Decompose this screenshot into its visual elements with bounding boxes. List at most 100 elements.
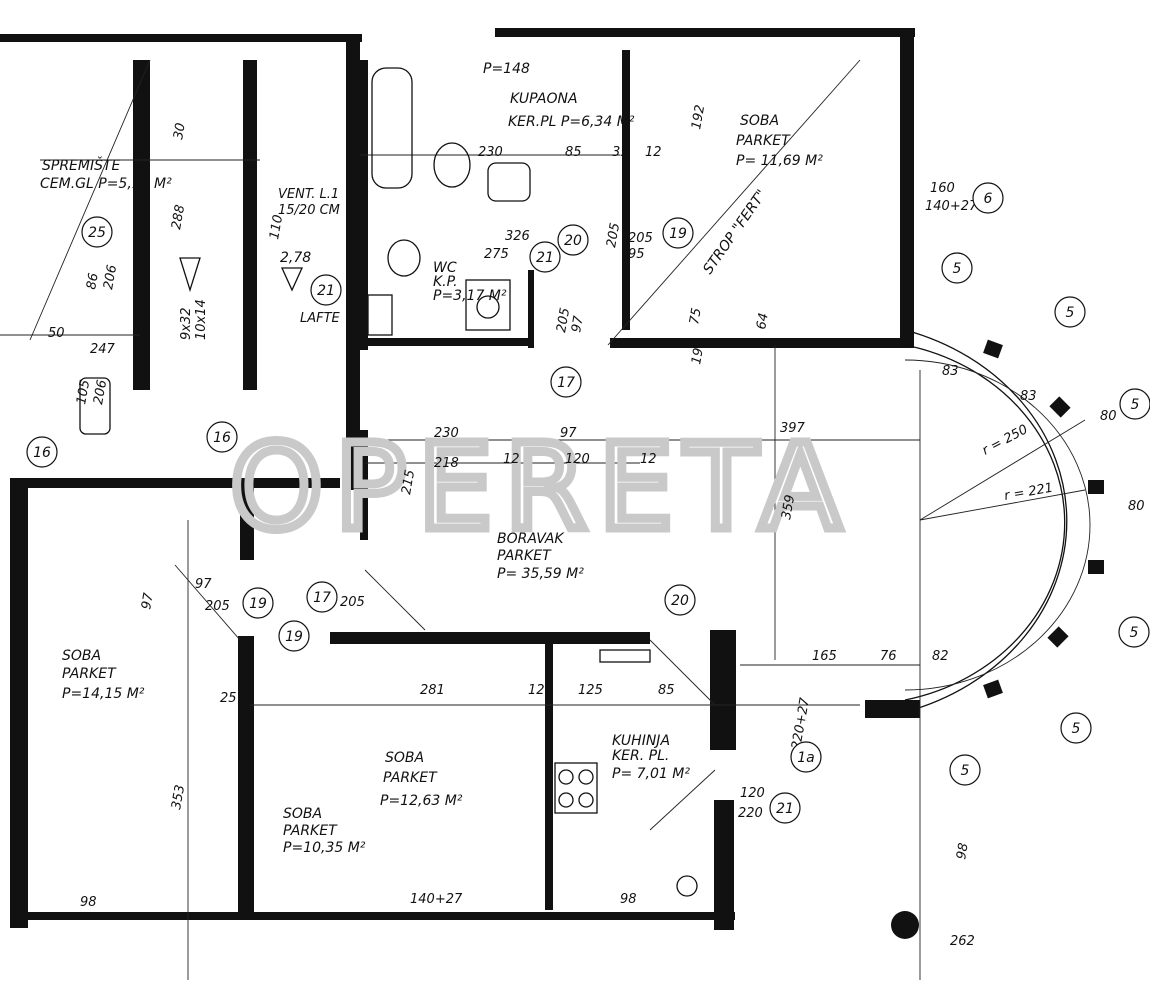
dimension-label: 275 <box>484 247 509 262</box>
marker-circle <box>1118 616 1150 648</box>
room-ne-name: SOBA <box>740 113 779 129</box>
room-w-area: P=14,15 M² <box>62 686 145 702</box>
storage-area: CEM.GL P=5,19 M² <box>40 176 172 192</box>
marker-circle <box>242 587 274 619</box>
room-s-floor: PARKET <box>283 823 338 839</box>
section-marker: 5 <box>1054 296 1086 328</box>
section-marker: 5 <box>1060 712 1092 744</box>
marker-circle <box>662 217 694 249</box>
dimension-label: 215 <box>399 469 418 496</box>
kitchen-name: KUHINJA <box>612 733 670 749</box>
watermark: OPERETA <box>230 418 853 556</box>
dimension-label: 125 <box>578 683 603 698</box>
dimension-label: 262 <box>950 934 975 949</box>
room-s-name: SOBA <box>283 806 322 822</box>
room-c-area: P=12,63 M² <box>380 793 463 809</box>
bay-window <box>904 329 1104 713</box>
dimension-label: 359 <box>779 494 798 521</box>
dimension-label: 353 <box>169 784 188 811</box>
dimension-label: 50 <box>48 326 65 341</box>
marker-label: 20 <box>564 233 582 249</box>
marker-label: 20 <box>671 593 689 609</box>
dimension-label: 160 <box>930 181 955 196</box>
marker-label: 19 <box>285 629 303 645</box>
marker-circle <box>206 421 238 453</box>
strop-note: STROP "FERT" <box>700 187 770 277</box>
dimension-label: 220 <box>738 806 763 821</box>
room-ne-floor: PARKET <box>736 133 791 149</box>
marker-circle <box>1119 388 1150 420</box>
dimension-label: 397 <box>780 421 806 436</box>
section-marker: 5 <box>1119 388 1150 420</box>
dimension-label: 165 <box>812 649 837 664</box>
wc-floor: K.P. <box>433 274 458 290</box>
stairs-note: 10x14 <box>194 299 209 340</box>
dimension-label: 25 <box>220 691 237 706</box>
vent-size: 15/20 CM <box>278 203 340 218</box>
dimension-label: 205 <box>554 307 573 334</box>
marker-label: 21 <box>776 801 794 817</box>
dimension-label: 230 <box>478 145 503 160</box>
marker-circle <box>1054 296 1086 328</box>
dimension-label: 12 <box>503 452 520 467</box>
dimension-label: 205 <box>628 231 653 246</box>
marker-label: 5 <box>1131 397 1140 413</box>
dimension-label: 205 <box>205 599 230 614</box>
section-marker: 20 <box>557 224 589 256</box>
section-marker: 5 <box>941 252 973 284</box>
dimension-label: 206 <box>91 379 110 406</box>
section-marker: 20 <box>664 584 696 616</box>
marker-circle <box>550 366 582 398</box>
dimension-label: 97 <box>560 426 577 441</box>
dimension-label: 110 <box>267 214 286 241</box>
dimension-label: 206 <box>101 264 120 291</box>
dimension-label: 98 <box>620 892 637 907</box>
section-marker: 1a <box>790 741 822 773</box>
dimension-label: 82 <box>932 649 949 664</box>
room-ne-area: P= 11,69 M² <box>736 153 823 169</box>
marker-circle <box>26 436 58 468</box>
wc-area: P=3,17 M² <box>433 288 507 304</box>
level-note: 2,78 <box>280 250 311 266</box>
section-marker: 6 <box>972 182 1004 214</box>
section-marker: 5 <box>1118 616 1150 648</box>
dimension-label: 95 <box>628 247 645 262</box>
room-labels: P=148 KUPAONA KER.PL P=6,34 M² SOBA PARK… <box>40 61 823 856</box>
dimension-label: 30 <box>171 122 189 141</box>
bathroom-name: KUPAONA <box>510 91 578 107</box>
marker-circle <box>972 182 1004 214</box>
dimension-label: 12 <box>645 145 662 160</box>
dimension-label: 64 <box>754 312 772 331</box>
dimension-label: 85 <box>565 145 582 160</box>
dimension-label: 80 <box>1128 499 1145 514</box>
walls <box>0 28 920 930</box>
marker-label: 1a <box>797 750 815 766</box>
dimension-label: 205 <box>604 222 623 249</box>
section-marker: 19 <box>278 620 310 652</box>
dimension-label: 83 <box>1020 389 1037 404</box>
marker-circle <box>306 581 338 613</box>
marker-label: 19 <box>669 226 687 242</box>
dimension-label: 140+27 <box>410 892 463 907</box>
marker-circle <box>790 741 822 773</box>
stair-rise-note: 9x32 <box>179 307 194 340</box>
dimension-label: 120 <box>740 786 765 801</box>
dimension-label: 75 <box>687 307 705 326</box>
section-marker: 19 <box>662 217 694 249</box>
dimension-label: 140+27 <box>925 199 978 214</box>
marker-circle <box>557 224 589 256</box>
marker-circle <box>664 584 696 616</box>
dimension-label: 120 <box>565 452 590 467</box>
section-marker: 16 <box>26 436 58 468</box>
kitchen-area: P= 7,01 M² <box>612 766 690 782</box>
marker-label: 17 <box>313 590 331 606</box>
marker-circle <box>81 216 113 248</box>
dimension-label: 288 <box>169 204 188 231</box>
living-name: BORAVAK <box>497 531 565 547</box>
dimension-label: 12 <box>640 452 657 467</box>
dimension-label: 326 <box>505 229 530 244</box>
room-w-name: SOBA <box>62 648 101 664</box>
marker-label: 5 <box>953 261 962 277</box>
marker-circle <box>949 754 981 786</box>
